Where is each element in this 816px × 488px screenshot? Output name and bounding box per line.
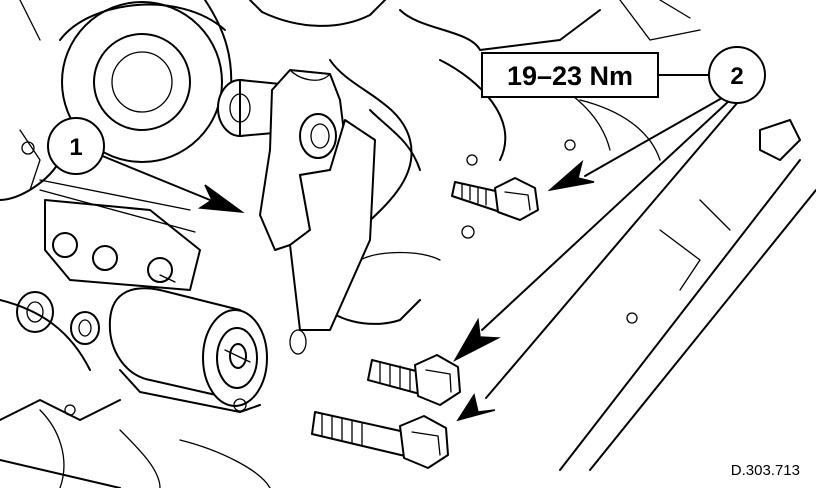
tensioner-assembly <box>108 69 376 413</box>
bolt-icon <box>367 354 461 406</box>
reference-code: D.303.713 <box>731 462 800 479</box>
bolt-icon <box>311 411 449 469</box>
callout-1-label: 1 <box>69 134 82 161</box>
arrow-icon <box>453 317 501 362</box>
torque-spec-label: 19–23 Nm <box>507 61 633 91</box>
callout-2-label: 2 <box>730 63 743 90</box>
callout-1: 1 <box>47 117 245 214</box>
bolt-icon <box>451 177 539 221</box>
arrow-icon <box>197 184 245 214</box>
torque-spec-box: 19–23 Nm <box>481 52 659 98</box>
callout-2: 2 <box>453 46 766 422</box>
arrow-icon <box>456 393 496 422</box>
arrow-icon <box>547 159 595 192</box>
